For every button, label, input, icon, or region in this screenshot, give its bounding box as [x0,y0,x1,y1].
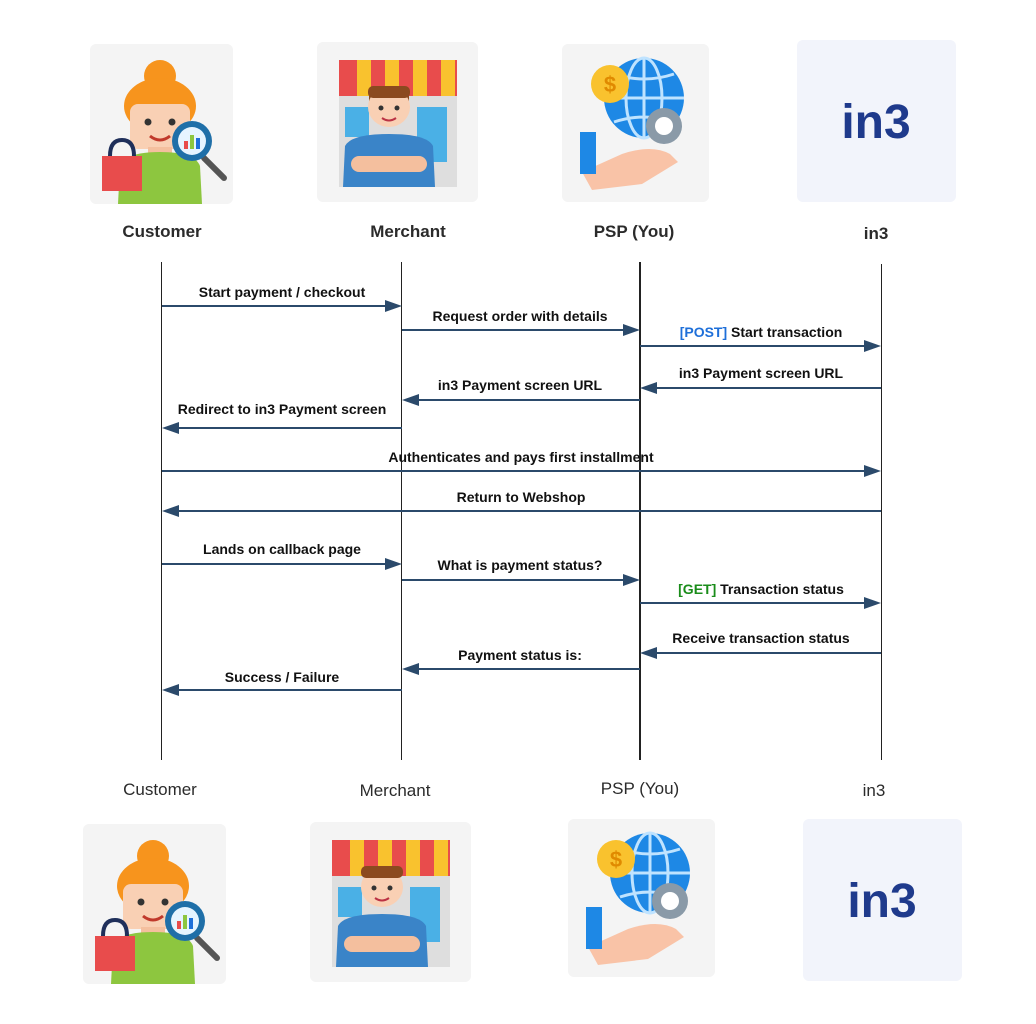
actor-label-customer-bottom: Customer [123,780,197,799]
message-arrowhead [402,663,419,675]
in3-card-bottom: in3 [803,819,962,981]
actor-label-customer-top: Customer [122,222,202,241]
message-arrow [162,505,881,517]
psp-icon: $ [580,56,684,190]
message-label: Request order with details [432,308,608,324]
psp-icon: $ [586,831,690,965]
message-arrow [162,422,402,434]
merchant-card-bottom [310,822,471,982]
message-arrow [640,597,881,609]
message-arrow [402,324,640,336]
message-text: Transaction status [720,581,844,597]
lifeline-in3 [881,264,882,760]
message-arrow [640,340,881,352]
message-label: Lands on callback page [203,541,361,557]
message-label: in3 Payment screen URL [437,377,603,393]
message-arrowhead [864,465,881,477]
http-method-get: [GET] [678,581,717,597]
message-arrowhead [162,505,179,517]
actor-label-in3-top: in3 [863,224,889,243]
merchant-card-top [317,42,478,202]
svg-text:$: $ [604,72,616,97]
svg-text:$: $ [610,847,622,872]
message-label-get: [GET] Transaction status [678,581,844,597]
actor-label-in3-bottom: in3 [862,781,886,800]
message-arrow [402,394,640,406]
message-arrowhead [385,558,402,570]
message-label: Receive transaction status [672,630,850,646]
psp-card-bottom: $ [568,819,715,977]
message-arrowhead [162,422,179,434]
merchant-icon [339,60,457,187]
actor-label-merchant-top: Merchant [370,222,446,241]
message-arrowhead [162,684,179,696]
actor-label-psp-top: PSP (You) [593,222,675,241]
customer-icon [95,840,220,984]
http-method-post: [POST] [679,324,728,340]
merchant-icon [332,840,450,967]
customer-card-top [90,44,233,204]
in3-logo: in3 [847,875,916,928]
message-label: What is payment status? [437,557,603,573]
message-arrowhead [623,324,640,336]
message-arrow [162,684,402,696]
in3-logo-text: in3 [847,875,916,928]
message-arrowhead [402,394,419,406]
message-arrow [162,300,402,312]
message-label-post: [POST] Start transaction [680,324,843,340]
message-label: Redirect to in3 Payment screen [177,401,387,417]
message-arrow [640,382,881,394]
message-label: in3 Payment screen URL [678,365,844,381]
message-arrow [640,647,881,659]
message-arrow [162,465,881,477]
message-arrowhead [623,574,640,586]
customer-card-bottom [83,824,226,984]
message-label: Success / Failure [224,669,340,685]
message-text: Start transaction [731,324,843,340]
message-arrowhead [640,647,657,659]
actor-label-psp-bottom: PSP (You) [600,779,680,798]
message-arrowhead [864,597,881,609]
message-arrow [402,574,640,586]
message-arrowhead [640,382,657,394]
message-label: Return to Webshop [456,489,586,505]
message-arrow [162,558,402,570]
message-label: Authenticates and pays first installment [388,449,654,465]
lifeline-customer [161,262,162,760]
message-label: Start payment / checkout [198,284,366,300]
psp-card-top: $ [562,44,709,202]
in3-logo: in3 [841,96,910,149]
actor-label-merchant-bottom: Merchant [359,781,431,800]
message-arrowhead [864,340,881,352]
in3-card-top: in3 [797,40,956,202]
message-arrowhead [385,300,402,312]
customer-icon [102,60,227,204]
message-arrow [402,663,640,675]
in3-logo-text: in3 [841,96,910,149]
message-label: Payment status is: [458,647,582,663]
